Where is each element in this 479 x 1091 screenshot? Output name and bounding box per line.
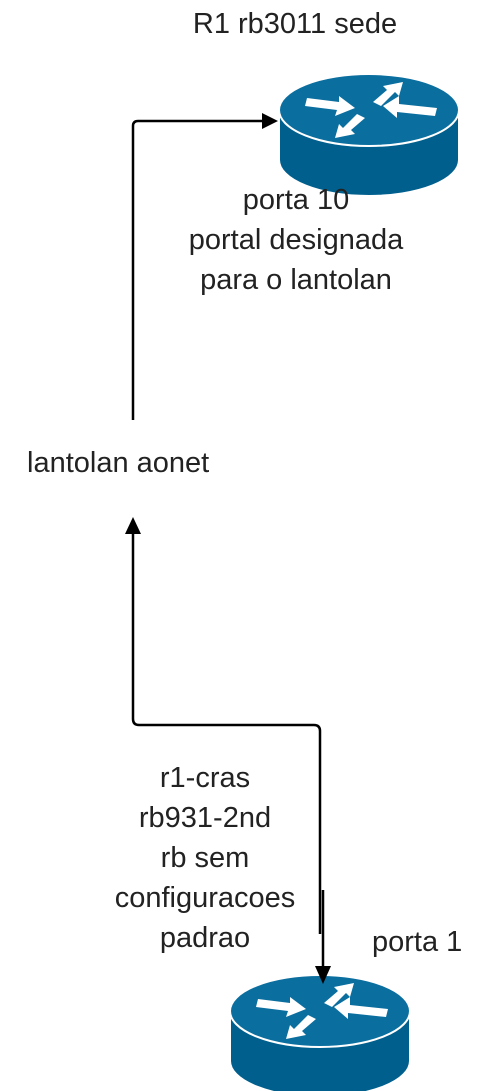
router-top-port-label: porta 10 portal designada para o lantola… (146, 180, 446, 300)
arrowhead-top-router (262, 113, 278, 129)
router-top-port-line-2: portal designada (188, 224, 404, 256)
router-top-title-text: R1 rb3011 sede (192, 8, 398, 40)
router-bottom-desc-line-4: configuracoes (114, 882, 296, 914)
router-bottom-port-label: porta 1 (372, 922, 479, 962)
lantolan-node-text: lantolan aonet (27, 447, 210, 479)
router-bottom-port-text: porta 1 (372, 926, 463, 958)
arrowhead-bottom-router (315, 966, 331, 984)
router-bottom-icon (229, 974, 411, 1091)
router-bottom-desc-line-5: padrao (159, 922, 251, 954)
router-top-icon (278, 73, 460, 197)
router-bottom-desc-line-2: rb931-2nd (138, 802, 272, 834)
router-top-title: R1 rb3011 sede (145, 4, 445, 44)
connector-bottom-router-to-lantolan (131, 532, 322, 934)
router-bottom-desc-line-3: rb sem (160, 842, 250, 874)
router-top-port-line-3: para o lantolan (200, 264, 392, 296)
connector-lantolan-to-top-router (131, 119, 264, 420)
router-bottom-description: r1-cras rb931-2nd rb sem configuracoes p… (85, 758, 325, 958)
router-bottom-desc-line-1: r1-cras (159, 762, 251, 794)
arrowhead-lantolan (125, 517, 141, 534)
router-top-port-line-1: porta 10 (242, 184, 350, 216)
lantolan-node-label: lantolan aonet (27, 443, 267, 483)
